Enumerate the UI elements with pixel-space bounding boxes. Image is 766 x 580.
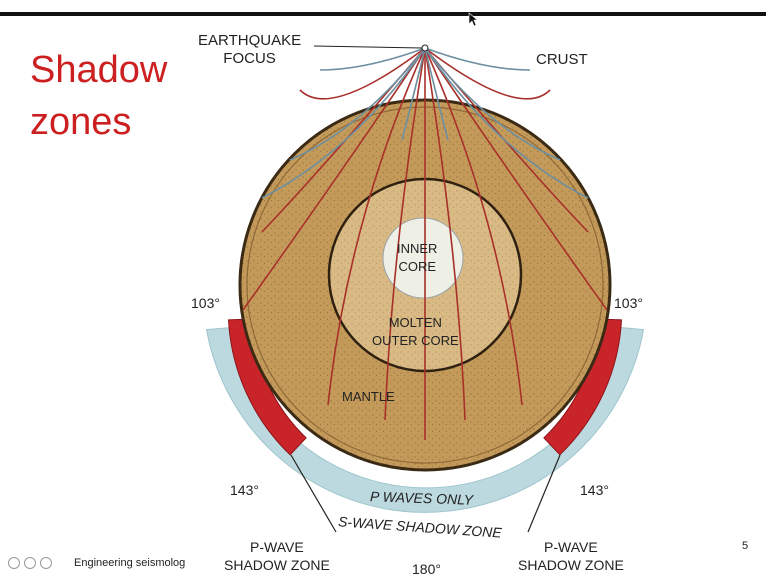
by-license-icon [24,557,36,569]
p-wave-shadow-zone-right-label: P-WAVE SHADOW ZONE [518,538,624,574]
mantle-label: MANTLE [342,388,395,406]
focus-leader-line [314,46,422,48]
page-number: 5 [742,540,748,552]
footer-text: Engineering seismolog [74,557,185,569]
inner-core-label: INNER CORE [397,240,437,276]
angle-103-right-label: 103° [614,294,643,312]
mouse-pointer-icon [468,12,478,28]
p-wave-shadow-zone-left-label: P-WAVE SHADOW ZONE [224,538,330,574]
angle-103-left-label: 103° [191,294,220,312]
footer: Engineering seismolog [8,557,185,569]
p-waves-only-label: P WAVES ONLY [370,487,474,509]
angle-180-label: 180° [412,560,441,578]
crust-label: CRUST [536,51,588,69]
sa-license-icon [40,557,52,569]
earthquake-focus-label: EARTHQUAKE FOCUS [198,32,301,68]
outer-core-label: MOLTEN OUTER CORE [372,314,459,350]
angle-143-right-label: 143° [580,481,609,499]
cc-license-icon [8,557,20,569]
angle-143-left-label: 143° [230,481,259,499]
earthquake-focus-marker [422,45,428,51]
